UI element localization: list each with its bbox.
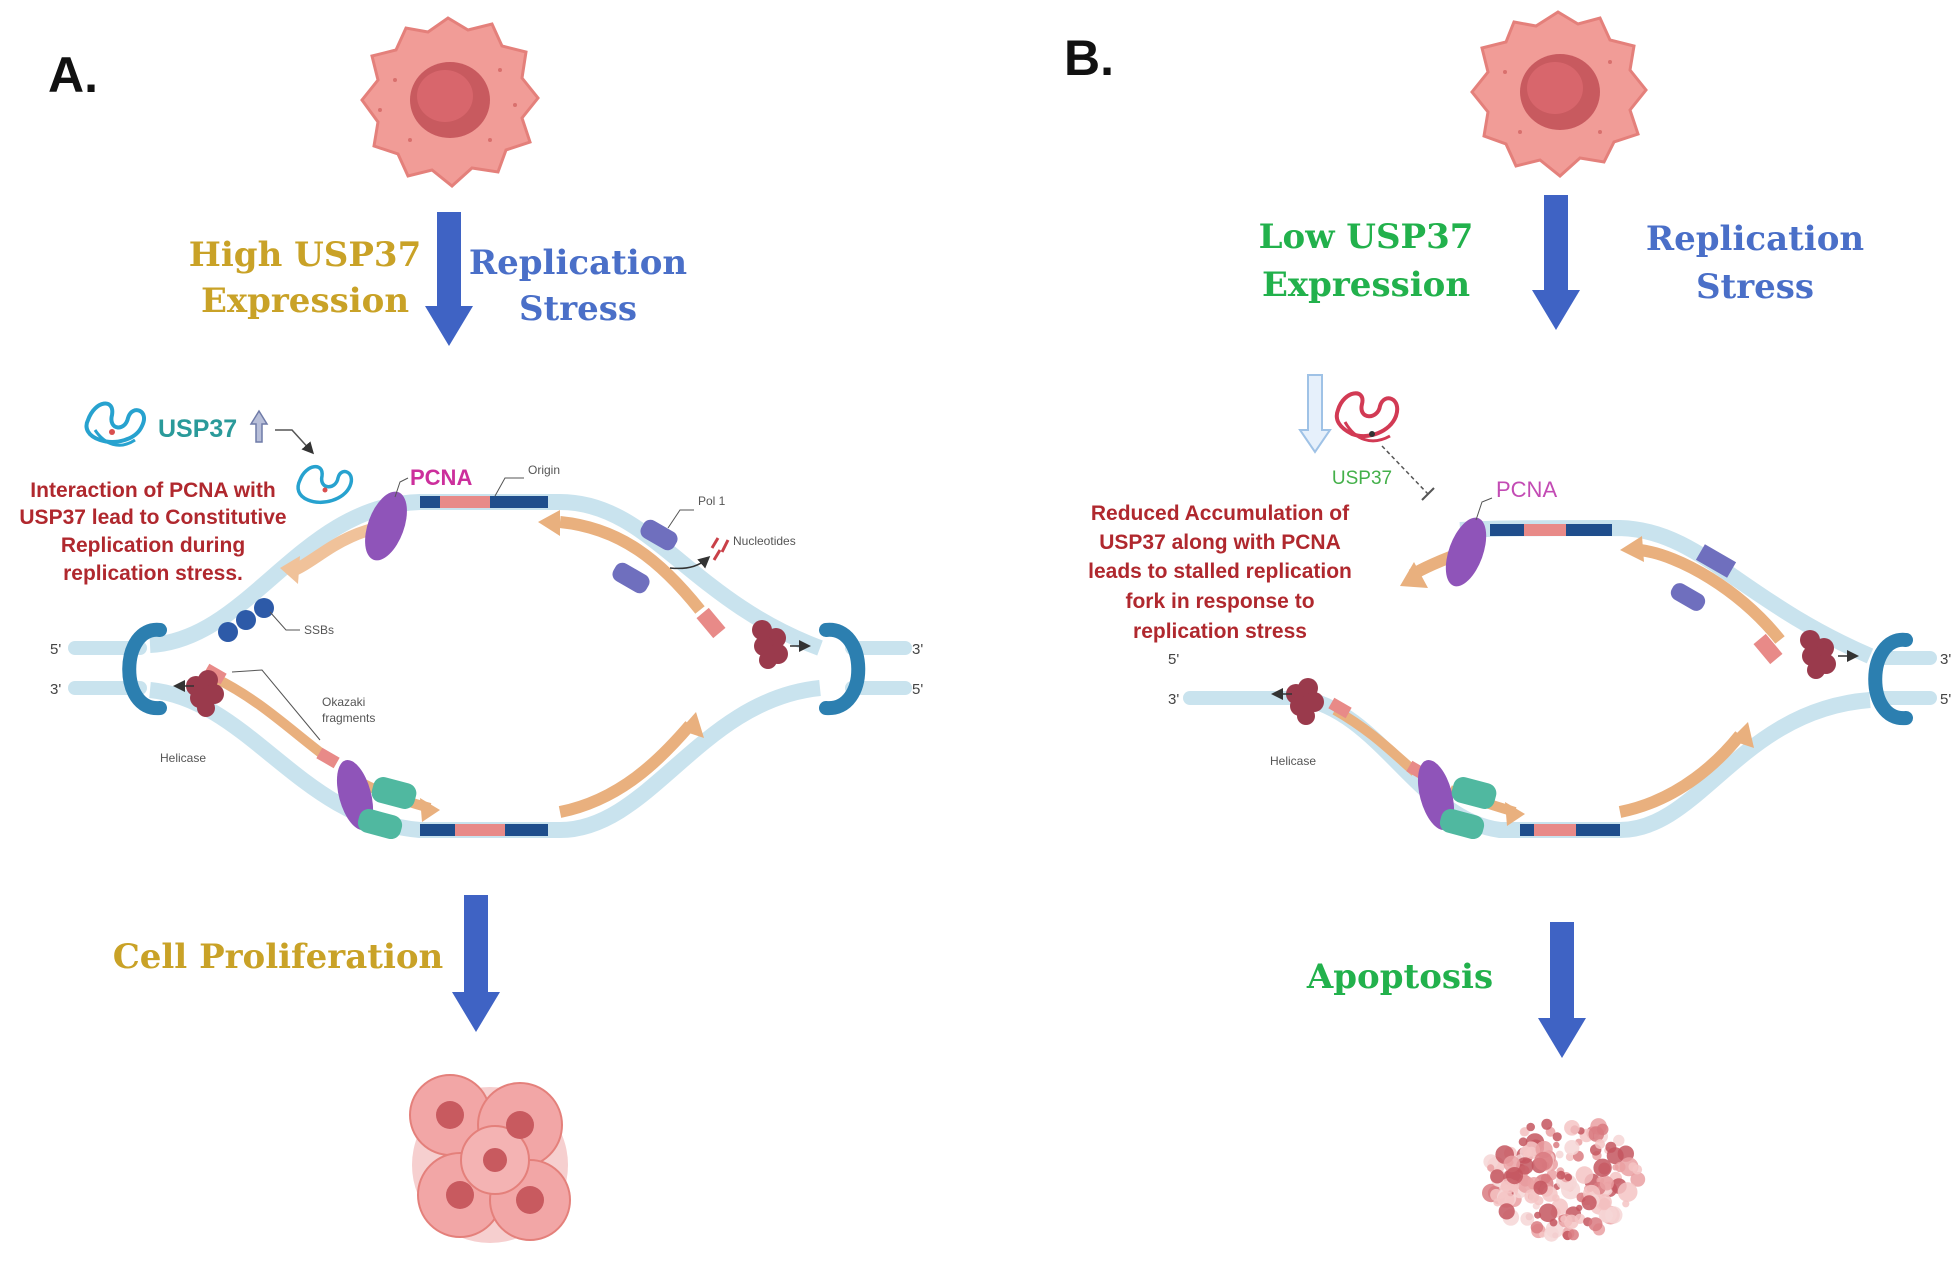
usp37-label: USP37 [1332,468,1392,489]
cell-icon [1470,10,1648,178]
cell-icon [360,16,540,188]
cell-cluster-icon [409,1074,571,1243]
polymerase-icon [357,519,678,840]
note-line5: replication stress [1133,620,1307,643]
panel-a-letter: A. [48,47,98,103]
topoisomerase-icon [1868,632,1913,725]
helicase-label: Helicase [160,751,206,765]
helicase-label: Helicase [1270,754,1316,768]
usp37-protein-icon [84,401,146,447]
down-arrow-icon [1532,195,1580,330]
nucleotides-label: Nucleotides [733,534,796,548]
topoisomerase-icon [819,622,866,716]
panel-b-letter: B. [1064,30,1114,86]
note-line1: Reduced Accumulation of [1091,502,1350,525]
down-arrow-icon [452,895,500,1032]
note-line3: leads to stalled replication [1088,560,1352,583]
okazaki-line1: Okazaki [322,695,365,709]
origin-label: Origin [528,463,560,477]
polymerase-icon [1439,544,1737,840]
note-line3: Replication during [61,534,245,557]
usp37-protein-icon [1334,391,1400,443]
helicase-icon [186,670,224,717]
panel-a: A. High USP37 Expression Replication Str… [19,16,923,1243]
ssbs-label: SSBs [304,623,334,637]
apoptotic-cell-icon [1482,1118,1646,1242]
outcome-label: Apoptosis [1306,957,1493,997]
note-line1: Interaction of PCNA with [30,479,275,502]
strand-5prime-right: 5' [1940,691,1951,708]
note-line4: replication stress. [63,562,243,585]
outcome-label: Cell Proliferation [113,937,444,977]
stress-line2: Stress [519,289,637,329]
strand-5prime-left: 5' [1168,651,1179,668]
strand-3prime-right: 3' [1940,651,1951,668]
strand-5prime-right: 5' [912,681,923,698]
strand-3prime-right: 3' [912,641,923,658]
down-arrow-icon [1538,922,1586,1058]
usp37-label: USP37 [158,415,237,443]
strand-3prime-left: 3' [50,681,61,698]
helicase-icon [1286,678,1324,725]
strand-5prime-left: 5' [50,641,61,658]
stress-line1: Replication [1646,219,1864,259]
note-line2: USP37 along with PCNA [1099,531,1341,554]
condition-line2: Expression [201,281,409,321]
nucleotides-icon [710,537,730,561]
pcna-label: PCNA [410,465,472,490]
stress-line2: Stress [1696,267,1814,307]
topoisomerase-icon [122,622,167,715]
condition-line2: Expression [1262,265,1470,305]
condition-line1: High USP37 [189,235,421,275]
note-line4: fork in response to [1125,590,1314,613]
pcna-label: PCNA [1496,477,1557,502]
usp37-protein-icon [296,465,354,505]
down-arrow-icon [1298,374,1332,454]
ssb-icon [218,598,274,642]
helicase-icon [752,620,788,669]
down-arrow-icon [425,212,473,346]
condition-line1: Low USP37 [1259,217,1474,257]
okazaki-line2: fragments [322,711,375,725]
up-arrow-icon [249,409,269,443]
stress-line1: Replication [469,243,687,283]
note-line2: USP37 lead to Constitutive [19,506,286,529]
strand-3prime-left: 3' [1168,691,1179,708]
helicase-icon [1800,630,1836,679]
pol1-label: Pol 1 [698,494,726,508]
panel-b: B. Low USP37 Expression Replication Stre… [1064,10,1951,1242]
